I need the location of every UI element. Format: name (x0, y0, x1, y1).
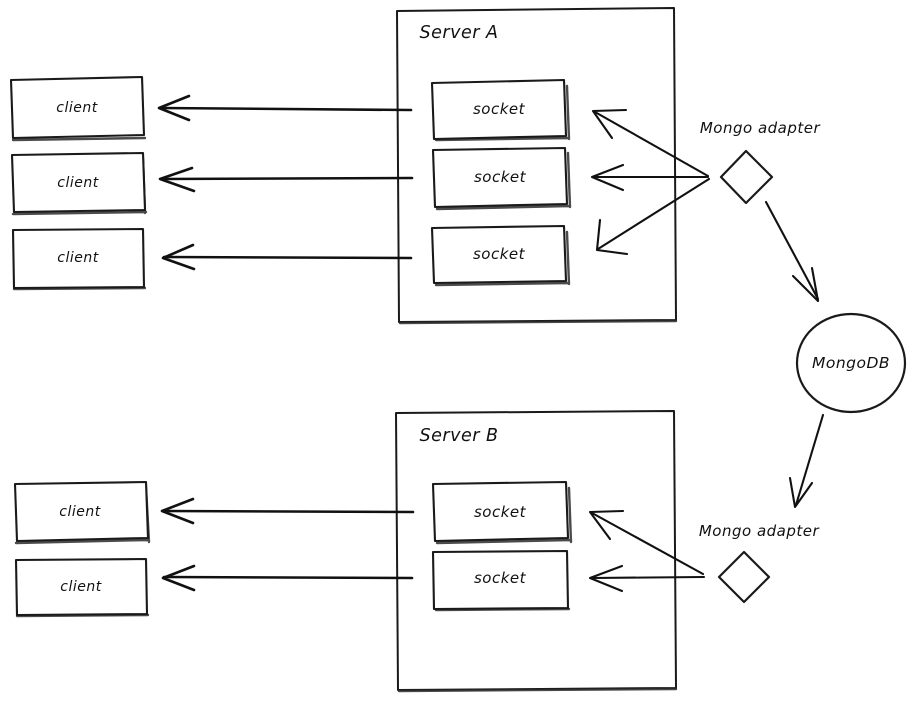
arrow-mongodb-to-adapter-b (788, 413, 825, 509)
mongodb-circle[interactable] (795, 312, 907, 414)
mongo-adapter-a-diamond[interactable] (719, 149, 774, 205)
arrow-adapter-b-to-socket-b2 (588, 564, 706, 593)
client-box-3[interactable] (11, 227, 147, 291)
socket-box-b1[interactable] (431, 480, 573, 545)
arrow-adapter-b-to-socket-b1 (588, 509, 705, 576)
arrow-socket-a3-to-client-3 (161, 243, 413, 271)
server-b-container[interactable] (395, 410, 678, 693)
mongo-adapter-b-diamond[interactable] (717, 550, 771, 604)
socket-box-a2[interactable] (431, 146, 572, 211)
arrow-socket-a2-to-client-2 (158, 166, 414, 193)
socket-box-b2[interactable] (431, 549, 571, 612)
socket-box-a1[interactable] (430, 78, 571, 142)
arrow-socket-a1-to-client-1 (157, 94, 413, 122)
arrow-adapter-a-to-mongodb (764, 200, 820, 303)
server-a-container[interactable] (396, 7, 678, 325)
arrow-socket-b1-to-client-4 (160, 497, 415, 525)
client-box-2[interactable] (10, 151, 148, 216)
socket-box-a3[interactable] (430, 224, 571, 287)
client-box-5[interactable] (14, 557, 150, 618)
arrow-adapter-a-to-socket-a1 (591, 108, 710, 178)
client-box-4[interactable] (13, 480, 151, 545)
arrow-adapter-a-to-socket-a3 (595, 177, 711, 256)
arrow-adapter-a-to-socket-a2 (590, 163, 710, 192)
arrow-socket-b2-to-client-5 (161, 564, 414, 592)
client-box-1[interactable] (9, 75, 147, 142)
